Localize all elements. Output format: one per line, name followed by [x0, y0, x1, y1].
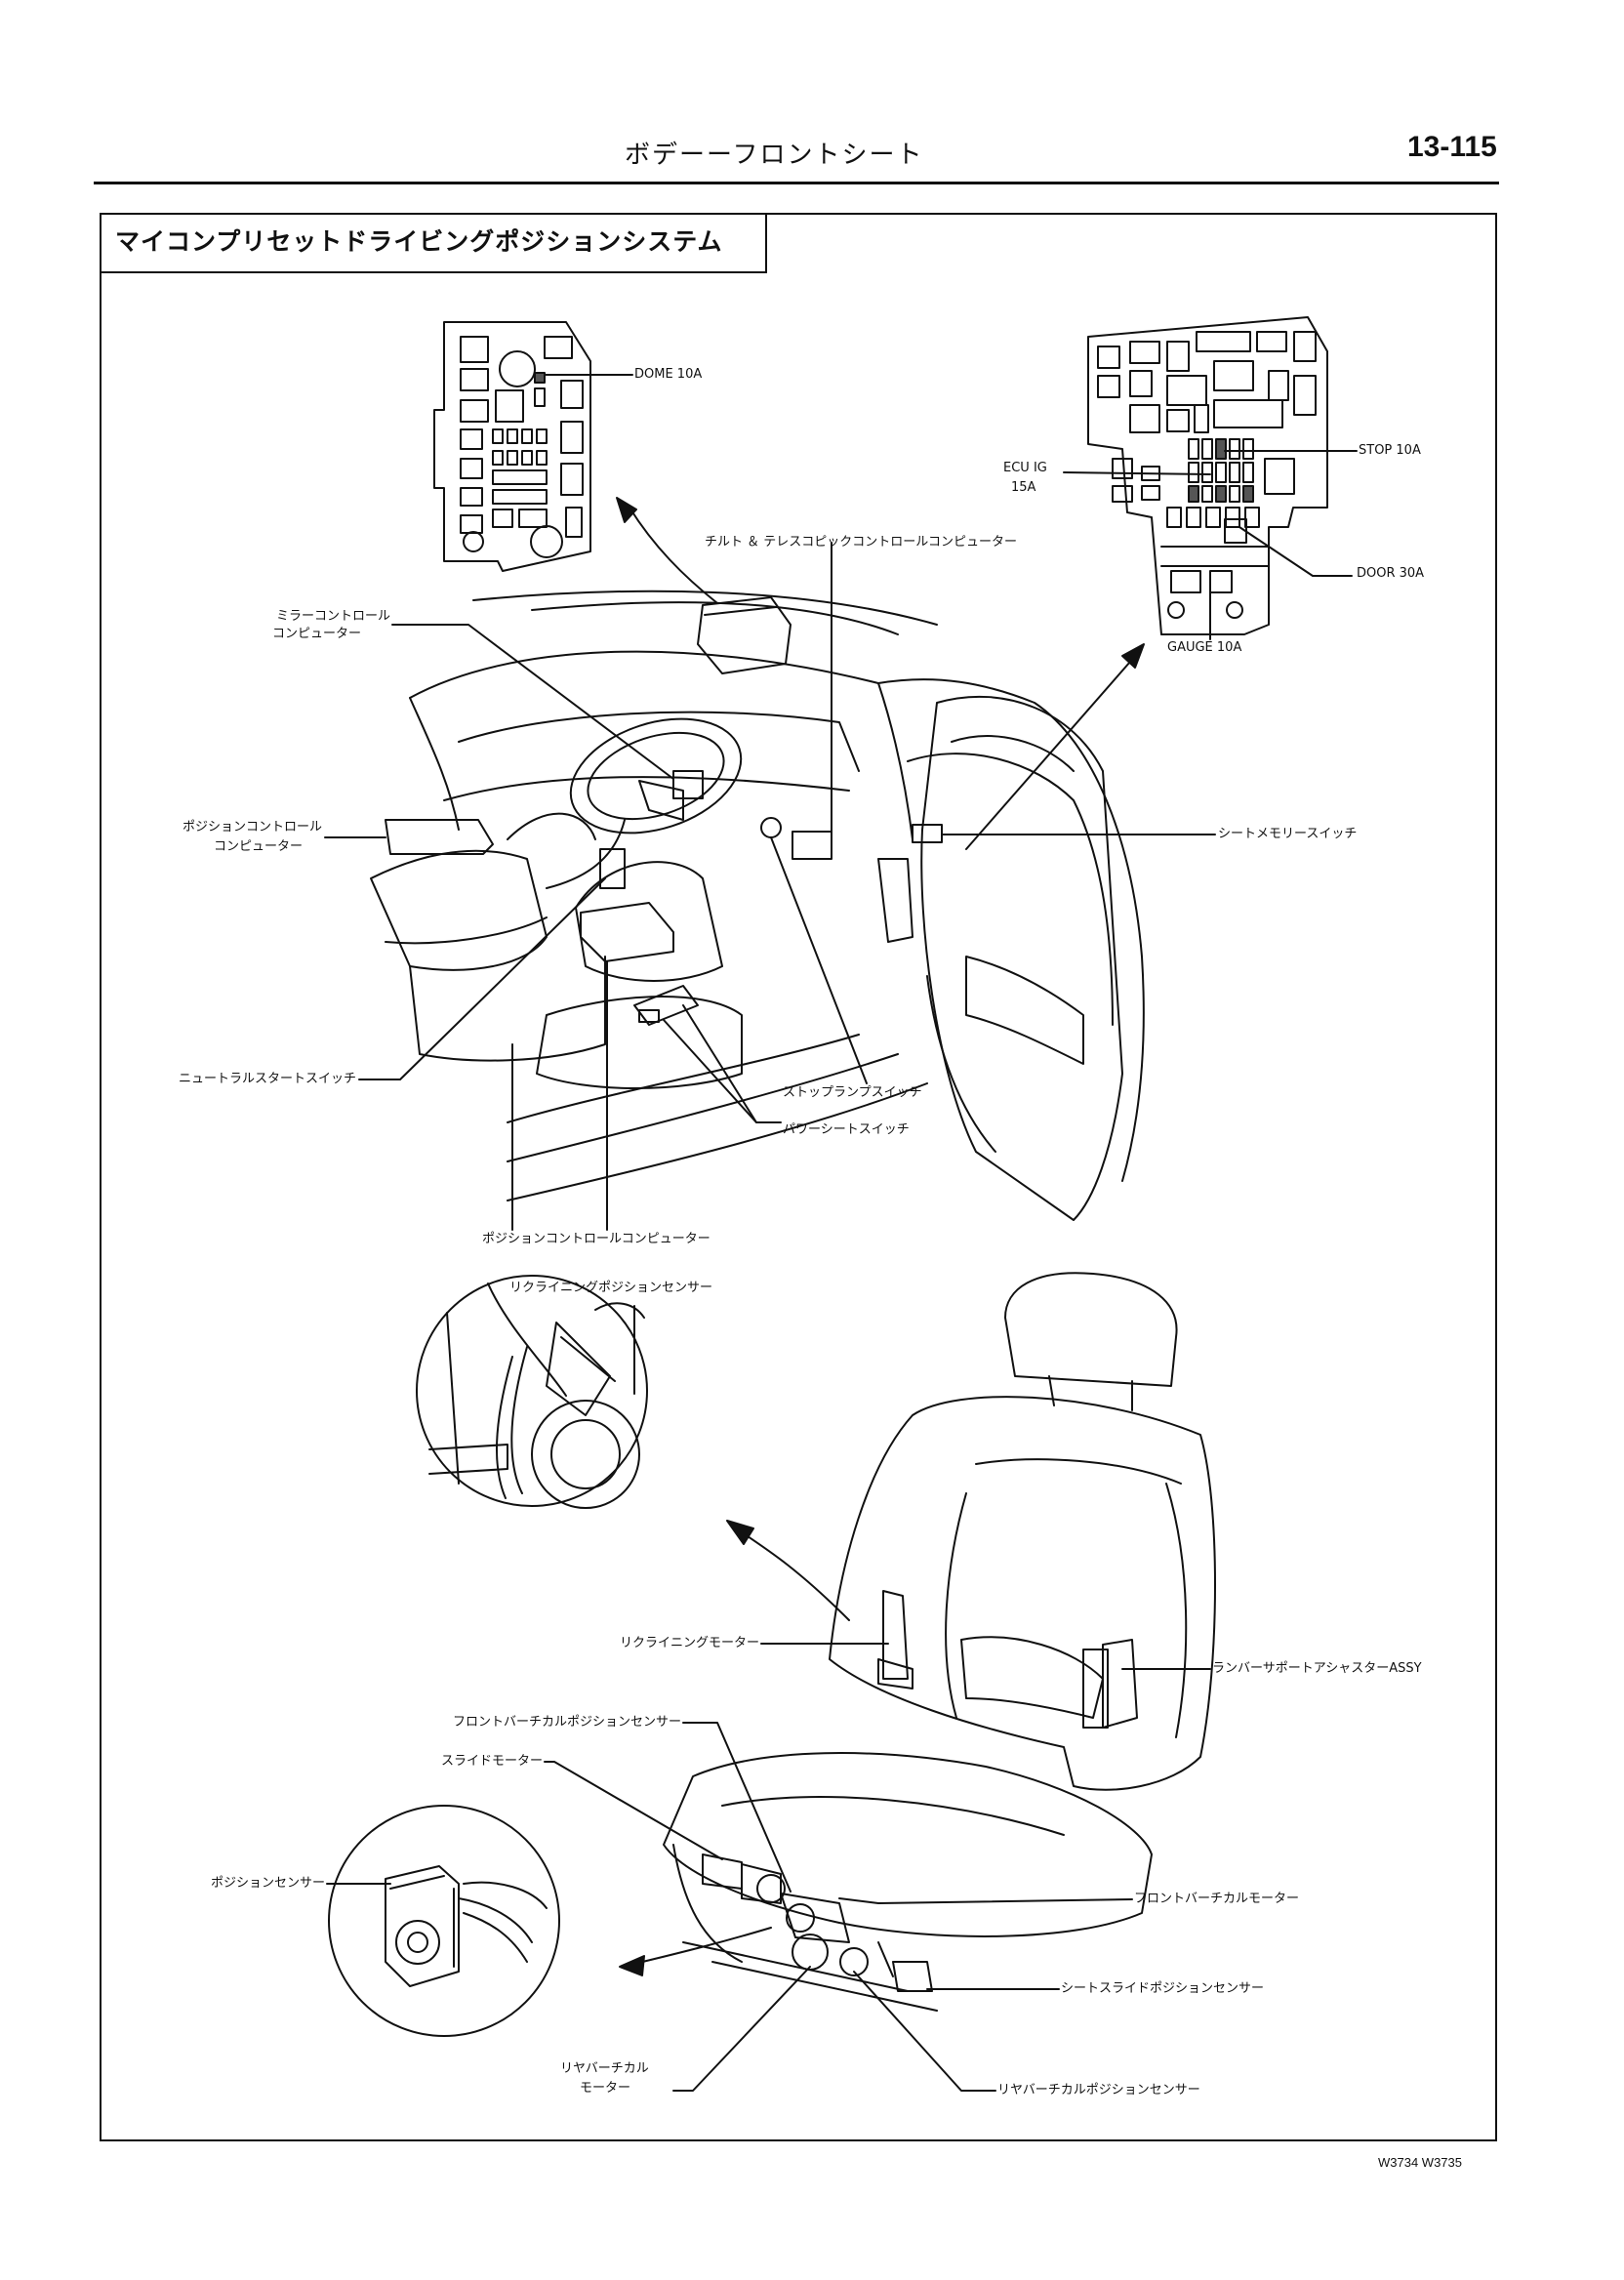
door-leader [1238, 526, 1353, 577]
label-reclining-motor: リクライニングモーター [619, 1636, 759, 1650]
slide-motor-leader [544, 1761, 723, 1860]
label-slide-motor: スライドモーター [440, 1754, 543, 1769]
page-title: ボデーーフロントシート [625, 141, 924, 170]
label-mirror-control-2: コンピューター [271, 627, 361, 641]
right-fuse-box [1087, 316, 1328, 635]
stoplamp-leader [770, 836, 868, 1084]
fuse-label-ecu-ig-amp: 15A [1011, 480, 1036, 495]
neutral-leader [358, 877, 606, 1080]
label-front-vertical-position-sensor: フロントバーチカルポジションセンサー [452, 1715, 681, 1730]
fuse-label-dome: DOME 10A [634, 367, 703, 382]
label-stoplamp-switch: ストップランプスイッチ [783, 1085, 922, 1100]
label-seat-memory-switch: シートメモリースイッチ [1218, 827, 1358, 841]
page-number: 13-115 [1407, 131, 1497, 163]
label-mirror-control-1: ミラーコントロール [275, 609, 390, 624]
fuse-label-ecu-ig: ECU IG [1003, 461, 1047, 475]
label-rear-vertical-motor-1: リヤバーチカル [560, 2061, 649, 2076]
fuse-label-gauge: GAUGE 10A [1167, 640, 1242, 655]
diagram-frame [100, 213, 1497, 2141]
label-rear-vertical-motor-2: モーター [580, 2081, 631, 2096]
front-vert-motor-leader [838, 1897, 1133, 1904]
label-position-control-2: コンピューター [213, 839, 303, 854]
label-front-vertical-motor: フロントバーチカルモーター [1134, 1892, 1300, 1906]
section-title: マイコンプリセットドライビングポジションシステム [100, 213, 767, 273]
fuse-label-stop: STOP 10A [1359, 443, 1421, 458]
ecu-leader [1063, 471, 1211, 475]
label-seat-slide-position-sensor: シートスライドポジションセンサー [1061, 1981, 1265, 1996]
mirror-leader [391, 624, 674, 780]
rear-vert-motor-leader [672, 1966, 811, 2092]
label-tilt-telescopic-computer: チルト ＆ テレスコピックコントロールコンピューター [705, 535, 1018, 550]
power-seat [663, 1272, 1216, 2012]
label-position-control-1: ポジションコントロール [182, 820, 322, 835]
rear-vert-sensor-leader [853, 1971, 996, 2092]
label-neutral-start-switch: ニュートラルスタートスイッチ [178, 1072, 356, 1086]
label-power-seat-switch: パワーシートスイッチ [783, 1122, 910, 1137]
position-sensor-detail [328, 1805, 560, 2037]
header-rule [94, 182, 1499, 184]
reclining-sensor-detail [416, 1275, 648, 1509]
label-lumbar-support-assy: ランバーサポートアシャスターASSY [1212, 1661, 1422, 1676]
fuse-label-door: DOOR 30A [1357, 566, 1425, 581]
label-position-control-computer: ポジションコントロールコンピューター [482, 1232, 710, 1246]
label-rear-vertical-position-sensor: リヤバーチカルポジションセンサー [997, 2083, 1200, 2097]
left-fuse-box [433, 321, 591, 572]
label-reclining-position-sensor: リクライニングポジションセンサー [509, 1281, 713, 1295]
front-vert-sensor-leader [682, 1722, 792, 1893]
car-interior [370, 590, 1145, 1231]
figure-ids: W3734 W3735 [1378, 2155, 1462, 2170]
label-position-sensor: ポジションセンサー [210, 1876, 325, 1891]
